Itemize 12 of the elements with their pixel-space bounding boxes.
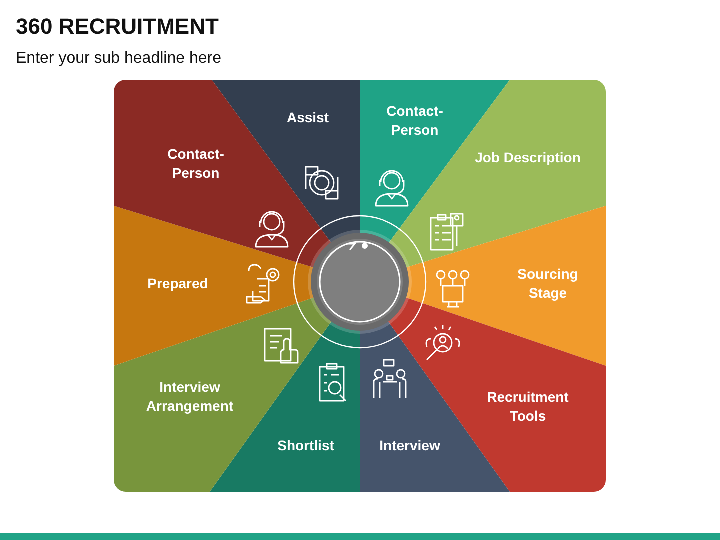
sector-label: Prepared [146,274,210,294]
sector-label: Sourcing Stage [516,265,580,303]
sector-label: Interview [378,436,442,456]
sector-label: Assist [286,108,330,128]
title: 360 RECRUITMENT [16,14,219,40]
sector-label: Shortlist [276,436,336,456]
sector-label: Contact-Person [386,102,444,140]
sector-label: Interview Arrangement [145,378,235,416]
sector-label: Contact-Person [166,145,226,183]
sector-label: Recruitment Tools [486,388,570,426]
subtitle: Enter your sub headline here [16,50,222,68]
sector-label: Job Description [474,148,582,168]
